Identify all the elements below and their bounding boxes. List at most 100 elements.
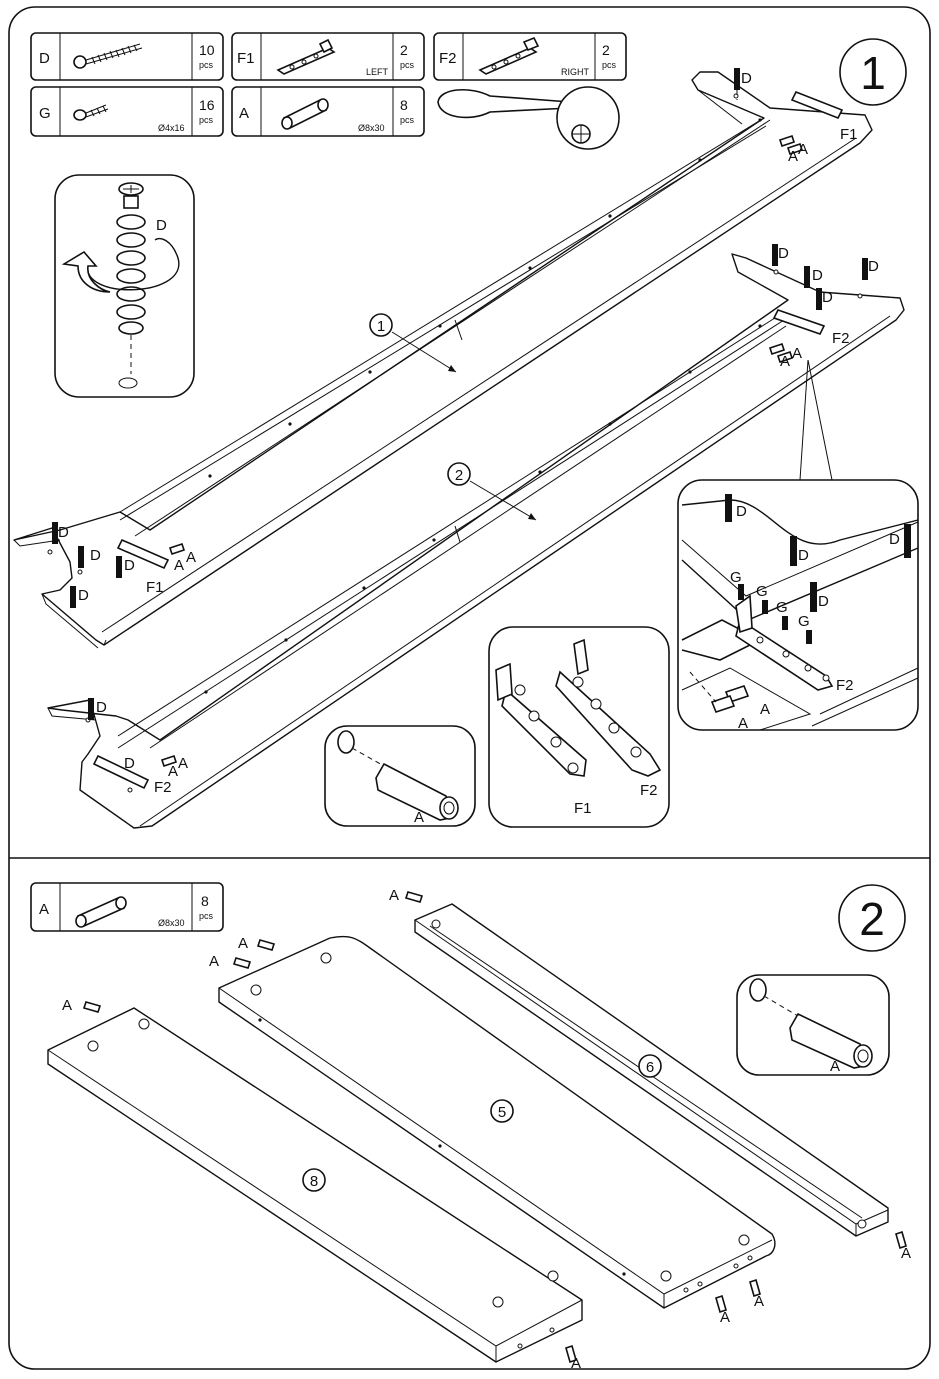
label-f1: F1	[146, 579, 164, 596]
panel-number-5: 5	[498, 1104, 506, 1121]
panel-5: 5	[218, 935, 776, 1309]
screw-detail-inset: D	[54, 174, 195, 398]
dowel-icon	[75, 896, 127, 928]
dowel-icon	[715, 1294, 727, 1314]
bracket-f1-left	[116, 538, 170, 570]
dowel-icon	[160, 754, 178, 768]
bracket-f2-top	[772, 309, 826, 335]
label-a: A	[792, 345, 802, 362]
bracket-icon	[478, 36, 540, 75]
part-unit-f1: pcs	[400, 60, 415, 70]
step-1-badge: 1	[839, 38, 907, 106]
part-code-a: A	[39, 901, 49, 918]
step-2-badge: 2	[838, 884, 906, 952]
label-a: A	[788, 148, 798, 165]
label-d: D	[124, 557, 135, 574]
label-d: D	[736, 503, 747, 520]
dowel-icon	[404, 891, 424, 903]
label-d: D	[889, 531, 900, 548]
part-spec-f1: LEFT	[366, 67, 389, 77]
screw-icon	[734, 68, 740, 100]
parts-table-step1: D 10 pcs F1 2 pcs LEFT	[30, 32, 627, 150]
dowel-icon	[768, 342, 786, 356]
bracket-f1-top	[790, 90, 844, 120]
label-d: D	[124, 755, 135, 772]
dowel-icon	[895, 1230, 907, 1250]
rotate-arrow-icon	[61, 237, 180, 293]
label-d: D	[812, 267, 823, 284]
label-a: A	[62, 997, 72, 1014]
label-g: G	[798, 613, 810, 630]
label-a: A	[720, 1309, 730, 1326]
label-a: A	[780, 353, 790, 370]
part-unit-f2: pcs	[602, 60, 617, 70]
label-g: G	[756, 583, 768, 600]
label-a: A	[174, 557, 184, 574]
label-f2: F2	[836, 677, 854, 694]
label-d: D	[798, 547, 809, 564]
label-f2: F2	[832, 330, 850, 347]
zoom-detail-inset: D D D D G G G G F2 A A	[677, 359, 919, 732]
part-card-f2: F2 2 pcs RIGHT	[433, 32, 627, 81]
dowel-icon	[565, 1344, 577, 1364]
part-code-a: A	[239, 105, 249, 122]
label-g: G	[730, 569, 742, 586]
dowel-icon	[281, 98, 329, 130]
label-d: D	[868, 258, 879, 275]
label-f1: F1	[574, 800, 592, 817]
label-a: A	[209, 953, 219, 970]
dowel-icon	[256, 939, 276, 951]
part-card-f1: F1 2 pcs LEFT	[231, 32, 425, 81]
part-card-d: D 10 pcs	[30, 32, 224, 81]
panel-number-1: 1	[377, 318, 385, 335]
label-d: D	[741, 70, 752, 87]
label-d: D	[90, 547, 101, 564]
label-a: A	[830, 1058, 840, 1075]
part-spec-a: Ø8x30	[158, 918, 185, 928]
part-code-d: D	[39, 50, 50, 67]
label-d: D	[778, 245, 789, 262]
step-1-number: 1	[860, 47, 886, 99]
screw-icon	[88, 698, 94, 720]
part-qty-a: 8	[400, 97, 408, 113]
label-a: A	[901, 1245, 911, 1262]
dowel-icon	[749, 1278, 761, 1298]
label-a: A	[178, 755, 188, 772]
part-unit-d: pcs	[199, 60, 214, 70]
part-unit-a: pcs	[199, 911, 214, 921]
panel-callout-2: 2	[447, 462, 537, 521]
part-spec-a: Ø8x30	[358, 123, 385, 133]
label-a: A	[571, 1355, 581, 1372]
bracket-icon	[495, 662, 587, 777]
bracket-f2-left	[92, 754, 150, 790]
panel-8: 8	[47, 1007, 583, 1363]
page-frame	[8, 6, 931, 1370]
label-a: A	[760, 701, 770, 718]
label-f1: F1	[840, 126, 858, 143]
screw-detail-label: D	[156, 217, 167, 234]
screw-icon	[70, 586, 76, 608]
screw-icon	[772, 244, 778, 266]
part-card-a: A 8 pcs Ø8x30	[231, 86, 425, 137]
pilot-hole	[118, 377, 138, 389]
dowel-icon	[168, 542, 186, 556]
dowel-icon	[82, 1001, 102, 1013]
part-spec-g: Ø4x16	[158, 123, 185, 133]
label-d: D	[78, 587, 89, 604]
label-f2: F2	[640, 782, 658, 799]
screw-icon	[116, 182, 146, 335]
label-a: A	[186, 549, 196, 566]
label-a: A	[238, 935, 248, 952]
part-code-g: G	[39, 105, 51, 122]
labels-step2: A A A A A A A A	[62, 887, 911, 1372]
fasteners-step1	[52, 68, 868, 768]
part-qty-f1: 2	[400, 42, 408, 58]
dowel-icon	[778, 134, 796, 148]
label-a: A	[798, 141, 808, 158]
screw-icon	[52, 522, 58, 544]
panel-callout-1: 1	[369, 313, 457, 373]
part-qty-g: 16	[199, 97, 215, 113]
label-f2: F2	[154, 779, 172, 796]
part-spec-f2: RIGHT	[561, 67, 590, 77]
screw-icon	[816, 288, 822, 310]
